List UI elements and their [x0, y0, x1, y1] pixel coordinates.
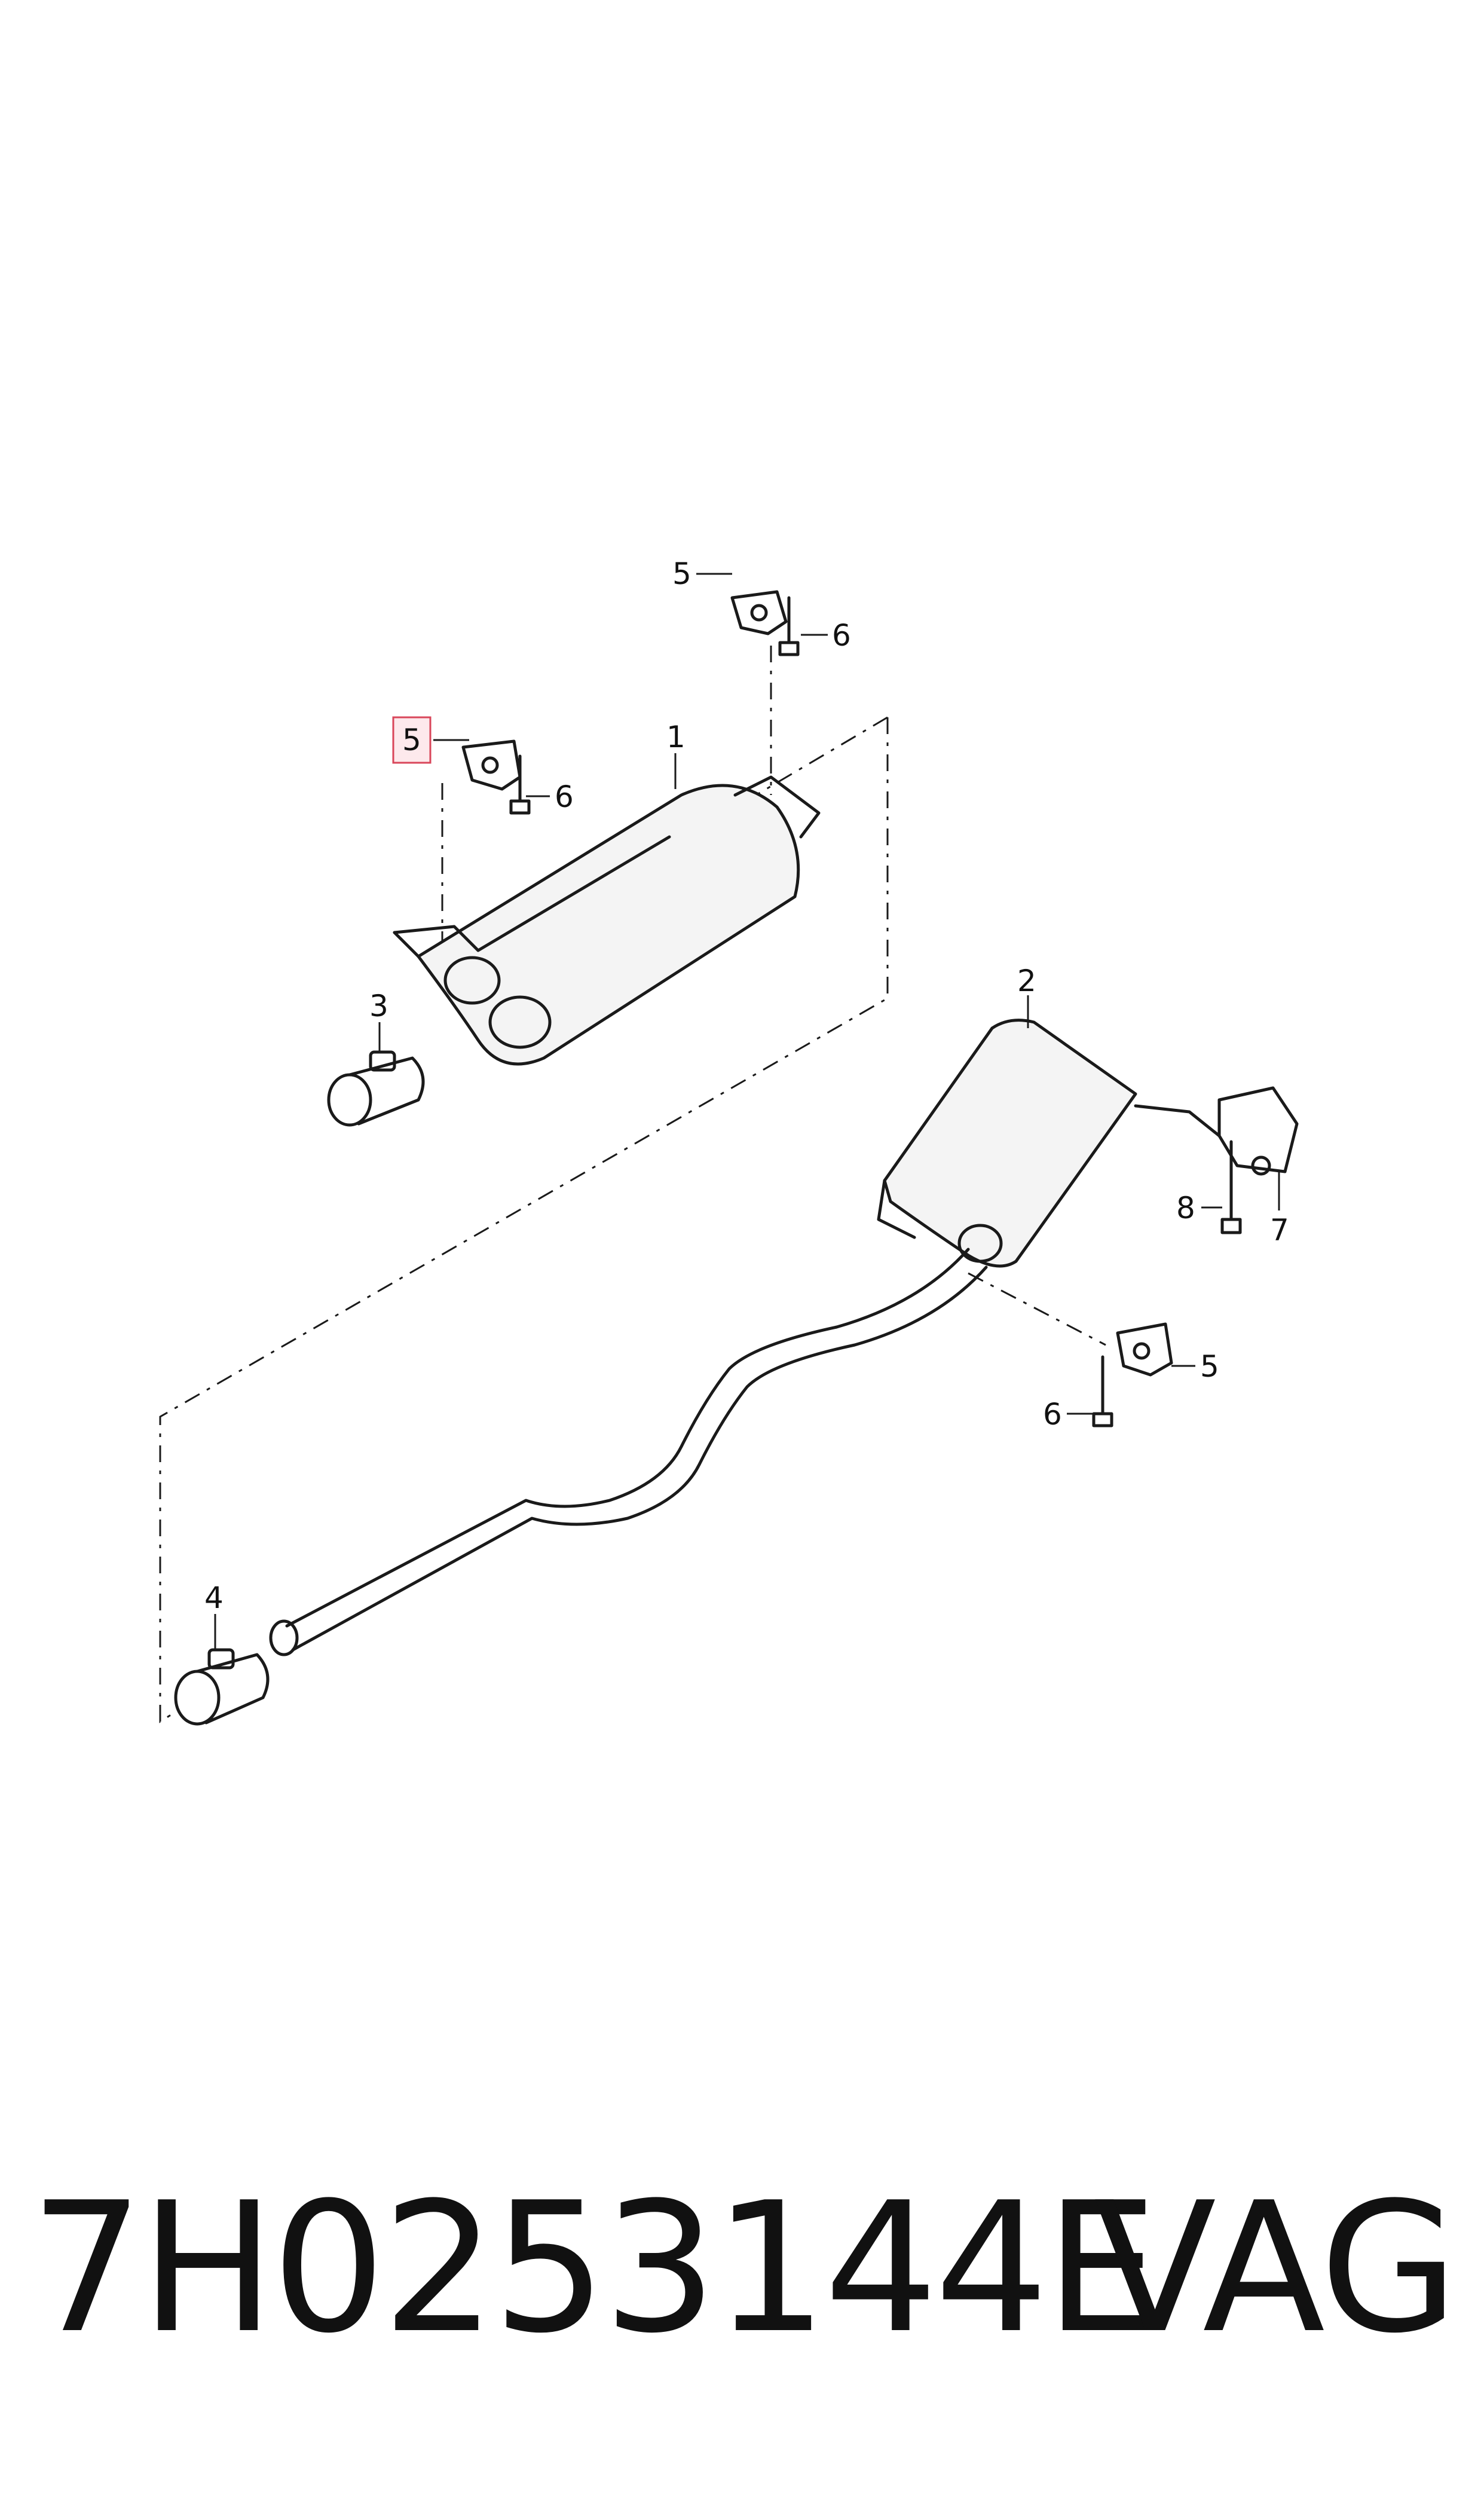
part-number: 7H0253144E	[30, 2164, 1158, 2373]
rear-muffler	[877, 1019, 1221, 1268]
callout-4: 4	[204, 1580, 224, 1615]
clamp-front	[327, 1050, 425, 1127]
rear-hanger-guide	[968, 1272, 1106, 1346]
callout-2: 2	[1017, 964, 1036, 998]
callout-5-top: 5	[672, 557, 691, 591]
hanger-top	[730, 590, 788, 635]
bolt-top	[778, 596, 800, 656]
brand-name: VAG	[1094, 2164, 1458, 2373]
bracket-bolt	[1220, 1140, 1242, 1234]
highlight-box	[392, 716, 432, 764]
callout-1: 1	[666, 720, 686, 754]
callout-5-highlight[interactable]: 5	[402, 723, 421, 757]
callout-3: 3	[369, 989, 388, 1023]
callout-6-top: 6	[832, 618, 851, 653]
front-muffler	[393, 775, 821, 1066]
callout-5-lower: 5	[1200, 1349, 1219, 1384]
assembly-outline	[159, 717, 889, 1723]
hanger-front	[461, 739, 522, 791]
clamp-rear	[174, 1648, 270, 1726]
callout-7: 7	[1270, 1213, 1289, 1248]
footer: 7H0253144E VAG	[0, 2170, 1484, 2367]
callout-8: 8	[1176, 1191, 1195, 1225]
bolt-rear	[1092, 1355, 1113, 1427]
hanger-rear	[1116, 1322, 1173, 1377]
callout-6-mid: 6	[555, 779, 574, 814]
rear-bracket	[1217, 1086, 1299, 1176]
bolt-front	[509, 754, 531, 815]
assembly-outline-top	[755, 716, 888, 796]
callout-6-lower: 6	[1043, 1397, 1062, 1432]
intermediate-pipe	[269, 1248, 988, 1656]
